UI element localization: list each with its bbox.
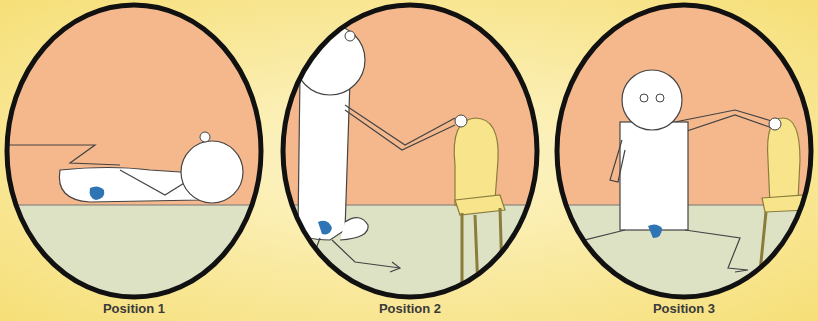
scene-3 — [550, 0, 818, 305]
position-label: Position 1 — [34, 301, 234, 316]
scene-2 — [270, 0, 550, 305]
position-label: Position 3 — [584, 301, 784, 316]
position-label: Position 2 — [310, 301, 510, 316]
scene-1 — [0, 0, 270, 305]
